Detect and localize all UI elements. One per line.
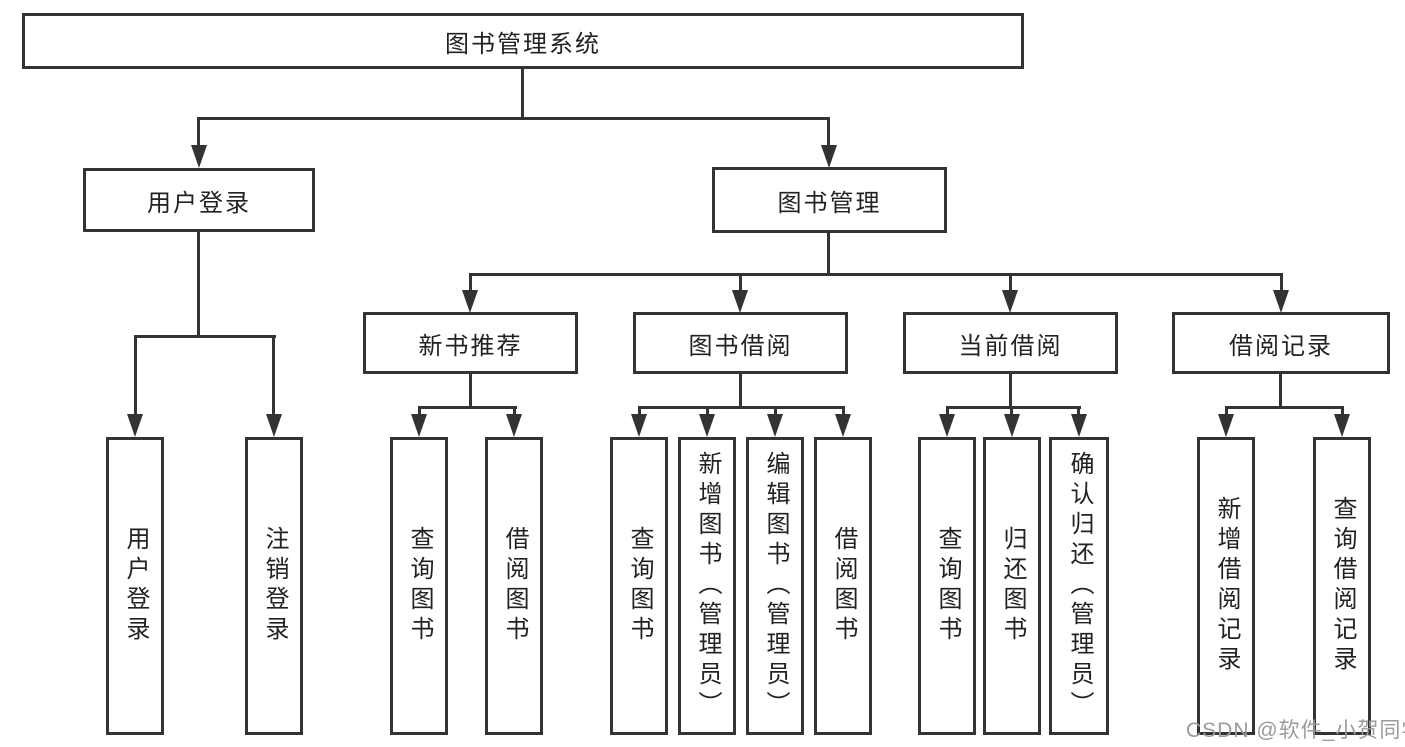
leaf-add-borrow-record-label: 新增借阅记录 xyxy=(1213,496,1240,676)
arrowhead-new-book-recommendation xyxy=(462,290,478,313)
arrowhead-add-borrow-record xyxy=(1218,414,1234,437)
arrowhead-confirm-return-admin xyxy=(1071,414,1087,437)
node-borrowing-records: 借阅记录 xyxy=(1172,312,1390,374)
connector-book-management-hbar xyxy=(469,273,1283,276)
node-book-borrowing: 图书借阅 xyxy=(633,312,848,374)
arrowhead-add-book-admin xyxy=(699,414,715,437)
connector-records-stem xyxy=(1279,374,1282,406)
arrowhead-borrow-books-1 xyxy=(506,414,522,437)
leaf-return-book: 归还图书 xyxy=(983,437,1041,735)
node-book-borrowing-label: 图书借阅 xyxy=(688,332,793,360)
node-user-login: 用户登录 xyxy=(83,168,315,232)
arrowhead-query-borrow-record xyxy=(1334,414,1350,437)
connector-records-stub-2 xyxy=(1341,406,1344,414)
connector-borrowing-hbar xyxy=(638,406,845,409)
leaf-query-books-under-recommendation: 查询图书 xyxy=(390,437,448,735)
connector-borrowing-stub-4 xyxy=(842,406,845,414)
leaf-query-borrow-record: 查询借阅记录 xyxy=(1313,437,1371,735)
leaf-add-book-admin-label: 新增图书（管理员） xyxy=(694,451,721,721)
connector-recommendation-stub-1 xyxy=(418,406,421,414)
arrowhead-book-management xyxy=(821,145,837,168)
connector-root-stem xyxy=(521,69,524,117)
leaf-query-books-under-recommendation-label: 查询图书 xyxy=(406,526,433,646)
node-user-login-label: 用户登录 xyxy=(147,189,251,217)
connector-records-stub-1 xyxy=(1225,406,1228,414)
arrowhead-query-books-1 xyxy=(411,414,427,437)
connector-bm-stub-3 xyxy=(1009,273,1012,290)
node-library-management-system: 图书管理系统 xyxy=(22,13,1024,69)
leaf-logout: 注销登录 xyxy=(245,437,303,735)
connector-current-stub-1 xyxy=(946,406,949,414)
leaf-borrow-books-under-recommendation-label: 借阅图书 xyxy=(501,526,528,646)
arrowhead-borrowing-records xyxy=(1273,290,1289,313)
leaf-user-login-label: 用户登录 xyxy=(122,526,149,646)
connector-records-hbar xyxy=(1225,406,1344,409)
connector-user-login-hbar xyxy=(134,335,276,338)
arrowhead-current-borrowing xyxy=(1002,290,1018,313)
connector-book-management-stem xyxy=(827,233,830,273)
connector-user-login-stub-1 xyxy=(134,335,137,414)
arrowhead-return-book xyxy=(1004,414,1020,437)
leaf-query-books-under-borrowing-label: 查询图书 xyxy=(626,526,653,646)
connector-borrowing-stem xyxy=(739,374,742,406)
node-borrowing-records-label: 借阅记录 xyxy=(1229,332,1333,360)
connector-user-login-stem xyxy=(197,232,200,335)
leaf-confirm-return-admin-label: 确认归还（管理员） xyxy=(1066,451,1093,721)
connector-recommendation-stem xyxy=(469,374,472,406)
arrowhead-query-books-3 xyxy=(939,414,955,437)
connector-root-stub-left xyxy=(197,117,200,145)
watermark: CSDN @软件_小贺同学 xyxy=(1186,719,1405,742)
connector-bm-stub-1 xyxy=(469,273,472,290)
connector-root-stub-right xyxy=(827,117,830,145)
leaf-return-book-label: 归还图书 xyxy=(999,526,1026,646)
connector-current-stub-2 xyxy=(1010,406,1013,414)
leaf-query-books-under-current-label: 查询图书 xyxy=(934,526,961,646)
arrowhead-edit-book-admin xyxy=(767,414,783,437)
connector-bm-stub-2 xyxy=(739,273,742,290)
connector-root-hbar xyxy=(197,117,830,120)
node-new-book-recommendation-label: 新书推荐 xyxy=(418,332,523,360)
arrowhead-user-login xyxy=(191,145,207,168)
leaf-query-books-under-borrowing: 查询图书 xyxy=(610,437,668,735)
arrowhead-query-books-2 xyxy=(631,414,647,437)
connector-recommendation-hbar xyxy=(418,406,517,409)
leaf-query-borrow-record-label: 查询借阅记录 xyxy=(1329,496,1356,676)
arrowhead-book-borrowing xyxy=(732,290,748,313)
leaf-borrow-books-under-borrowing: 借阅图书 xyxy=(814,437,872,735)
leaf-add-book-admin: 新增图书（管理员） xyxy=(678,437,736,735)
arrowhead-leaf-logout xyxy=(266,414,282,437)
node-book-management-label: 图书管理 xyxy=(777,189,882,217)
node-library-management-system-label: 图书管理系统 xyxy=(445,30,601,58)
leaf-edit-book-admin-label: 编辑图书（管理员） xyxy=(762,451,789,721)
connector-current-hbar xyxy=(946,406,1081,409)
connector-current-stub-3 xyxy=(1077,406,1080,414)
arrowhead-leaf-user-login xyxy=(127,414,143,437)
node-current-borrowing-label: 当前借阅 xyxy=(958,332,1063,360)
connector-recommendation-stub-2 xyxy=(513,406,516,414)
connector-borrowing-stub-1 xyxy=(638,406,641,414)
leaf-logout-label: 注销登录 xyxy=(261,526,288,646)
connector-user-login-stub-2 xyxy=(272,335,275,414)
node-book-management: 图书管理 xyxy=(712,167,947,233)
connector-borrowing-stub-3 xyxy=(774,406,777,414)
leaf-borrow-books-under-borrowing-label: 借阅图书 xyxy=(830,526,857,646)
leaf-borrow-books-under-recommendation: 借阅图书 xyxy=(485,437,543,735)
leaf-query-books-under-current: 查询图书 xyxy=(918,437,976,735)
node-current-borrowing: 当前借阅 xyxy=(903,312,1118,374)
leaf-edit-book-admin: 编辑图书（管理员） xyxy=(746,437,804,735)
arrowhead-borrow-books-2 xyxy=(835,414,851,437)
connector-bm-stub-4 xyxy=(1280,273,1283,290)
connector-borrowing-stub-2 xyxy=(706,406,709,414)
connector-current-stem xyxy=(1009,374,1012,406)
leaf-add-borrow-record: 新增借阅记录 xyxy=(1197,437,1255,735)
node-new-book-recommendation: 新书推荐 xyxy=(363,312,578,374)
leaf-user-login: 用户登录 xyxy=(106,437,164,735)
leaf-confirm-return-admin: 确认归还（管理员） xyxy=(1049,437,1109,735)
